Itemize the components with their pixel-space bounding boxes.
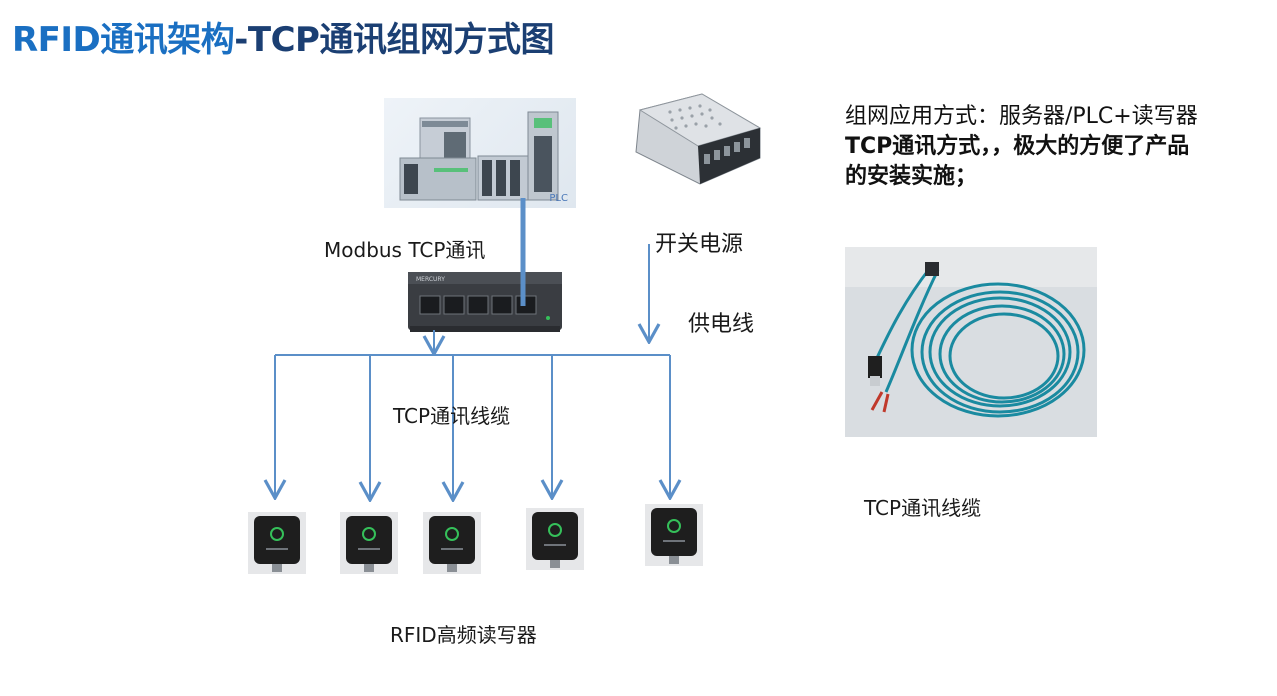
rfid-readers — [248, 504, 703, 574]
tcp-cable-label: TCP通讯线缆 — [393, 404, 511, 428]
tcp-cable-photo-label: TCP通讯线缆 — [864, 496, 982, 520]
drop-lines — [275, 355, 670, 498]
page-title: RFID通讯架构-TCP通讯组网方式图 — [12, 12, 554, 61]
title-part2: -TCP通讯组网方式图 — [234, 20, 554, 60]
network-switch: MERCURY — [408, 272, 562, 332]
plc-drawing — [399, 111, 559, 201]
rfid-reader-2 — [340, 512, 398, 574]
rfid-reader-3 — [423, 512, 481, 574]
description-line2: TCP通讯方式，，极大的方便了产品的安装实施； — [845, 134, 1190, 189]
power-line-label: 供电线 — [688, 312, 755, 337]
power-supply-label: 开关电源 — [655, 232, 744, 257]
modbus-label: Modbus TCP通讯 — [324, 238, 486, 262]
rfid-reader-4 — [526, 508, 584, 570]
tcp-cable-photo — [845, 247, 1097, 437]
readers-label: RFID高频读写器 — [390, 623, 537, 647]
title-part1: RFID通讯架构 — [12, 20, 235, 60]
switch-brand: MERCURY — [416, 276, 445, 283]
plc-image: PLC — [384, 98, 576, 208]
description-line1: 组网应用方式：服务器/PLC+读写器 — [845, 104, 1198, 129]
rfid-reader-5 — [645, 504, 703, 566]
description: 组网应用方式：服务器/PLC+读写器 TCP通讯方式，，极大的方便了产品的安装实… — [845, 102, 1205, 192]
plc-tag: PLC — [549, 193, 568, 204]
rfid-reader-1 — [248, 512, 306, 574]
power-supply-device — [635, 93, 762, 185]
